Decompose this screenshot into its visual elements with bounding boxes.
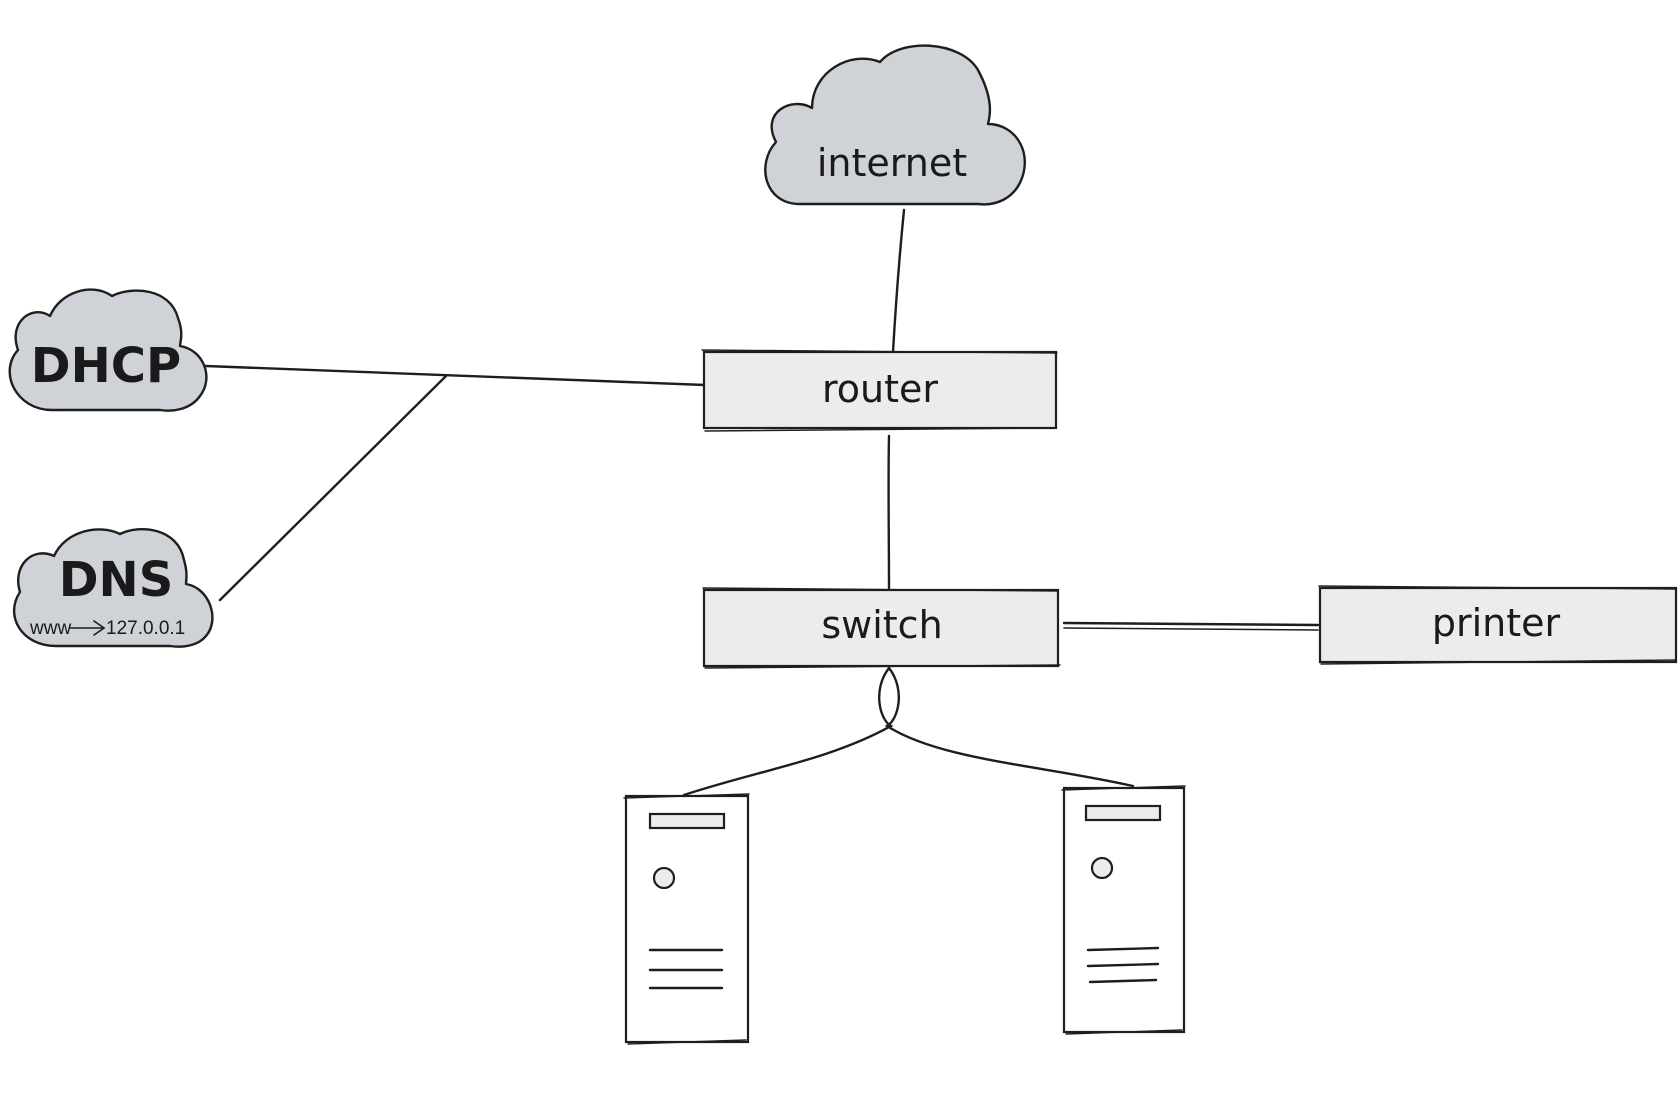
switch-box: [702, 588, 1060, 668]
dns-cloud-icon: [13, 527, 214, 648]
computer-tower-icon: [1061, 785, 1186, 1035]
dns-record-from: www: [29, 618, 71, 639]
dns-label: DNS: [59, 552, 174, 608]
node-internet: internet: [764, 44, 1026, 206]
connections: [204, 208, 1320, 797]
right-arrow-icon: [69, 620, 106, 636]
edge-dhcp-router: [204, 364, 707, 387]
internet-label: internet: [817, 141, 967, 185]
dhcp-cloud-icon: [8, 288, 208, 412]
dhcp-label: DHCP: [31, 338, 181, 394]
node-dns: DNS www 127.0.0.1: [13, 527, 214, 648]
node-computer-2: [1061, 785, 1186, 1035]
edge-switch-printer-2: [1063, 627, 1319, 631]
node-switch: switch: [702, 587, 1061, 669]
edge-switch-computer-1: [682, 666, 894, 797]
switch-label: switch: [821, 603, 942, 647]
edge-switch-printer: [1062, 621, 1320, 627]
printer-label: printer: [1432, 601, 1561, 645]
node-dhcp: DHCP: [8, 288, 208, 412]
internet-cloud-icon: [764, 44, 1026, 206]
edge-internet-router: [891, 208, 906, 354]
dns-record-to: 127.0.0.1: [106, 618, 185, 639]
node-printer: printer: [1318, 585, 1678, 665]
edge-dns-router: [218, 374, 448, 602]
node-computer-1: [623, 793, 750, 1045]
node-router: router: [701, 349, 1058, 432]
router-label: router: [822, 367, 938, 411]
edge-switch-computer-2: [884, 666, 1135, 788]
computer-tower-icon: [623, 793, 750, 1045]
